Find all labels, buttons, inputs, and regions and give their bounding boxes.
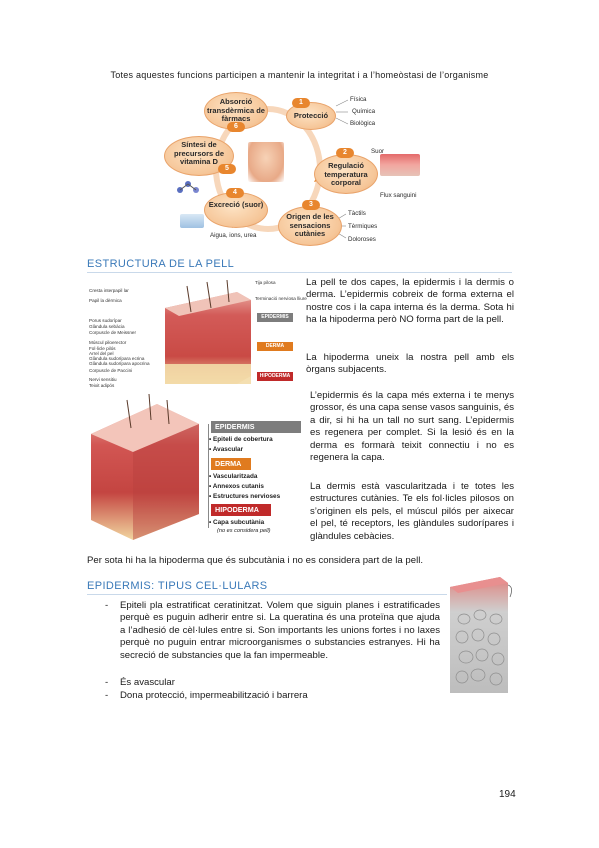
node-badge-1: 1	[292, 98, 310, 108]
key-item-text: Avascular	[212, 446, 244, 453]
excretion-items: Aigua, ions, urea	[210, 232, 257, 239]
molecule-icon	[174, 178, 204, 196]
anatomy-label: Teixit adipós	[89, 383, 115, 388]
skin-block-illustration-2	[91, 394, 199, 540]
key-item-text: Epiteli de cobertura	[213, 436, 273, 443]
key-title-epidermis: EPIDERMIS	[211, 421, 301, 433]
node-badge-6: 6	[227, 122, 245, 132]
anatomy-label: Corpuscle de Meissner	[89, 330, 136, 335]
layer-label-hipoderma: HIPODERMA	[257, 372, 293, 381]
temperature-item: Suor	[371, 148, 385, 155]
page-number: 194	[499, 789, 516, 800]
key-item: • Capa subcutània	[209, 519, 265, 526]
anatomy-label: Tija pilosa	[255, 280, 276, 285]
anatomy-label: Fol·licle pilós	[89, 346, 116, 351]
bullet-dash: -	[105, 677, 109, 688]
sensation-item: Tàctils	[348, 210, 366, 217]
section-heading-structure: ESTRUCTURA DE LA PELL	[87, 258, 235, 270]
bullet-avascular: És avascular	[120, 677, 175, 688]
skin-functions-diagram: Absorció transdèrmica de fàrmacs 6 Prote…	[164, 84, 430, 254]
skin-anatomy-figure-1: EPIDERMIS DERMA HIPODERMA Tija pilosa Te…	[87, 278, 307, 390]
heading-rule	[87, 272, 512, 273]
node-temperature-label: Regulació temperatura corporal	[324, 161, 368, 187]
epidermis-cells-image	[450, 575, 514, 693]
sensation-item: Tèrmiques	[348, 223, 378, 230]
node-badge-5: 5	[218, 164, 236, 174]
anatomy-label: Múscul piloerector	[89, 340, 127, 345]
anatomy-label: Glàndula sudorípara ecrina	[89, 356, 145, 361]
anatomy-label: Corpuscle de Paccini	[89, 368, 133, 373]
key-item: • Estructures nervioses	[209, 493, 281, 500]
bullet-protection: Dona protecció, impermeabilització i bar…	[120, 690, 308, 701]
key-item: • Epiteli de cobertura	[209, 436, 273, 443]
node-transdermal-label: Absorció transdèrmica de fàrmacs	[207, 97, 265, 123]
node-badge-4: 4	[226, 188, 244, 198]
skin-block-illustration	[165, 279, 251, 384]
key-title-derma: DERMA	[211, 458, 251, 470]
heading-rule	[87, 594, 447, 595]
node-badge-2: 2	[336, 148, 354, 158]
section-heading-cell-types: EPIDERMIS: TIPUS CEL·LULARS	[87, 580, 268, 592]
node-excretion-label: Excreció (suor)	[208, 200, 264, 209]
bullet-dash: -	[105, 600, 109, 611]
paragraph-4: La dermis està vascularitzada i te totes…	[310, 481, 514, 542]
node-badge-3: 3	[302, 200, 320, 210]
node-sensations	[278, 206, 342, 246]
key-title-hipoderma: HIPODERMA	[211, 504, 271, 516]
key-item-text: Capa subcutània	[213, 519, 265, 526]
temperature-item: Flux sanguini	[380, 192, 417, 199]
sensation-item: Doloroses	[348, 236, 376, 243]
key-item: • Vascularitzada	[209, 473, 258, 480]
layer-label-epidermis: EPIDERMIS	[257, 313, 293, 322]
protection-item: Biològica	[350, 120, 376, 127]
paragraph-1: La pell te dos capes, la epidermis i la …	[306, 277, 514, 326]
key-note: (no es considera pell)	[217, 528, 271, 534]
bullet-dash: -	[105, 690, 109, 701]
key-item-text: Vascularitzada	[213, 473, 258, 480]
key-item: • Annexos cutanis	[209, 483, 264, 490]
anatomy-label: Glàndula sebàcia	[89, 324, 125, 329]
paragraph-3: L’epidermis és la capa més externa i te …	[310, 390, 514, 464]
key-item-text: Annexos cutanis	[212, 483, 264, 490]
paragraph-hipoderma: Per sota hi ha la hipoderma que és subcu…	[87, 555, 423, 566]
anatomy-label: Porus sudorípar	[89, 318, 122, 323]
anatomy-label: Papil la dèrmica	[89, 298, 122, 303]
anatomy-label: Cresta interpapil lar	[89, 288, 129, 293]
anatomy-label: Arrel del pel	[89, 351, 114, 356]
anatomy-label: Glàndula sudorípara apocrina	[89, 361, 150, 366]
sweat-skin-image	[380, 154, 420, 176]
water-drops-image	[180, 214, 204, 228]
brace-line	[199, 424, 209, 528]
node-excretion	[204, 192, 268, 228]
protection-item: Química	[352, 108, 376, 115]
protection-item: Física	[350, 96, 367, 103]
layer-label-derma: DERMA	[257, 342, 293, 351]
intro-sentence: Totes aquestes funcions participen a man…	[110, 70, 489, 80]
key-item-text: Estructures nervioses	[213, 493, 281, 500]
skin-anatomy-figure-2: EPIDERMIS • Epiteli de cobertura • Avasc…	[87, 394, 303, 544]
bullet-epiteli: Epiteli pla estratificat ceratinitzat. V…	[120, 600, 440, 661]
torso-image	[248, 142, 284, 182]
key-item: • Avascular	[209, 446, 244, 453]
anatomy-label: Terminació nerviosa lliure	[255, 296, 307, 301]
node-sensations-label: Origen de les sensacions cutànies	[286, 212, 334, 238]
node-vitamin-d-label: Síntesi de precursors de vitamina D	[173, 140, 225, 166]
anatomy-label: Nervi sensitiu	[89, 377, 117, 382]
node-protection-label: Protecció	[293, 111, 329, 120]
paragraph-2: La hipoderma uneix la nostra pell amb el…	[306, 352, 514, 376]
